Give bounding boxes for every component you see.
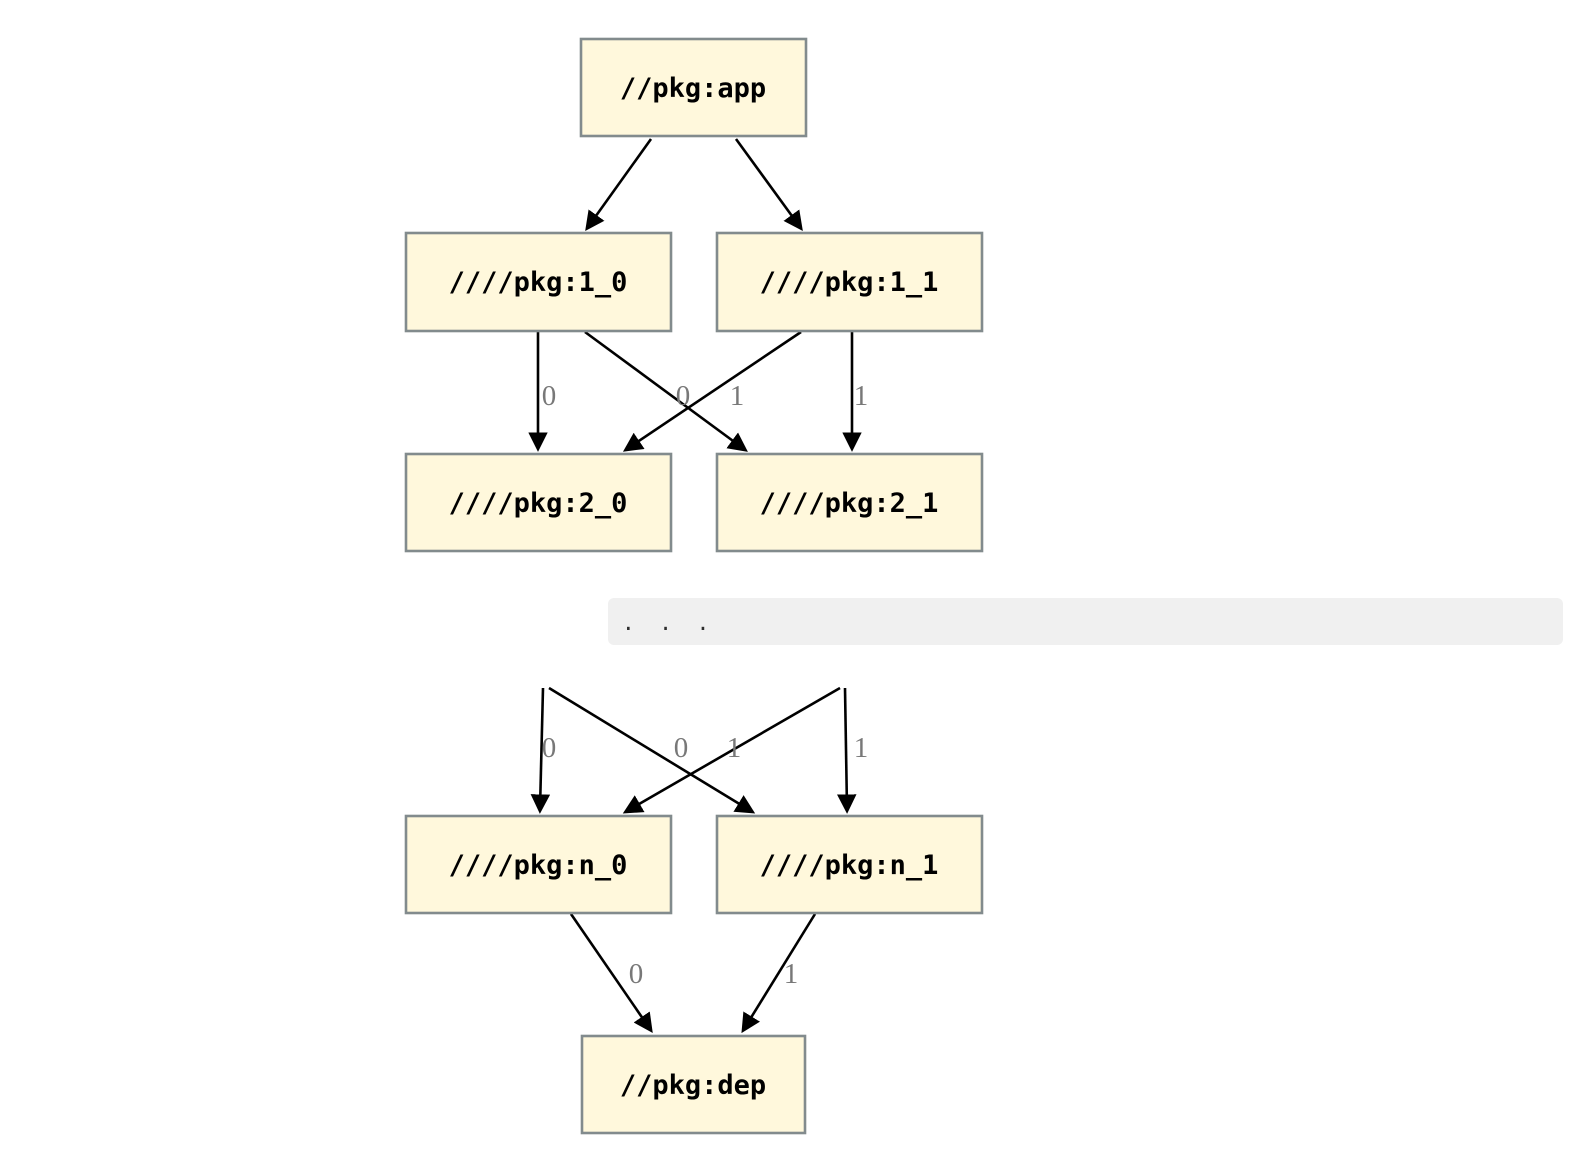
edge-n_0-dep (569, 913, 653, 1034)
node-app-label: //pkg:app (620, 73, 766, 104)
node-n_0: ////pkg:n_0 (404, 814, 673, 915)
node-1_0-box (404, 231, 673, 333)
edge-prev-n_1-straight (837, 687, 857, 814)
edge-n_1-dep (741, 913, 817, 1034)
node-2_0-box (404, 452, 673, 553)
edge-prev-n_0-cross (622, 686, 841, 814)
edge-1_0-2_1 (584, 330, 748, 452)
edge-label: 0 (629, 958, 644, 990)
edge-label: 1 (727, 732, 742, 764)
node-1_0: ////pkg:1_0 (404, 231, 673, 333)
node-dep-box (580, 1034, 807, 1135)
node-2_0-label: ////pkg:2_0 (449, 488, 628, 519)
node-1_0-label: ////pkg:1_0 (449, 267, 628, 298)
node-n_0-label: ////pkg:n_0 (449, 850, 628, 881)
node-dep: //pkg:dep (580, 1034, 807, 1135)
node-2_1-label: ////pkg:2_1 (760, 488, 939, 519)
edge-label: 0 (674, 732, 689, 764)
ellipsis-code-block: . . . (608, 598, 1563, 645)
edge-prev-n_0-straight (530, 687, 551, 814)
node-2_1: ////pkg:2_1 (715, 452, 984, 553)
edge-label: 0 (542, 732, 557, 764)
ellipsis-text: . . . (622, 611, 716, 635)
edge-label: 1 (854, 732, 869, 764)
node-n_1-box (715, 814, 984, 915)
node-2_0: ////pkg:2_0 (404, 452, 673, 553)
edge-prev-n_1-cross (548, 686, 756, 814)
node-n_1: ////pkg:n_1 (715, 814, 984, 915)
node-1_1-label: ////pkg:1_1 (760, 267, 939, 298)
edge-label: 1 (854, 380, 869, 412)
node-2_1-box (715, 452, 984, 553)
node-n_0-box (404, 814, 673, 915)
edge-app-1_1 (734, 138, 803, 231)
edge-label: 0 (542, 380, 557, 412)
edge-label: 1 (784, 958, 799, 990)
node-app: //pkg:app (579, 37, 808, 138)
edge-label: 0 (676, 380, 691, 412)
node-n_1-label: ////pkg:n_1 (760, 850, 939, 881)
edge-app-1_0 (585, 138, 653, 231)
node-app-box (579, 37, 808, 138)
node-dep-label: //pkg:dep (620, 1070, 766, 1101)
edge-label: 1 (730, 380, 745, 412)
node-1_1-box (715, 231, 984, 333)
node-1_1: ////pkg:1_1 (715, 231, 984, 333)
edge-1_1-2_0 (622, 330, 802, 452)
